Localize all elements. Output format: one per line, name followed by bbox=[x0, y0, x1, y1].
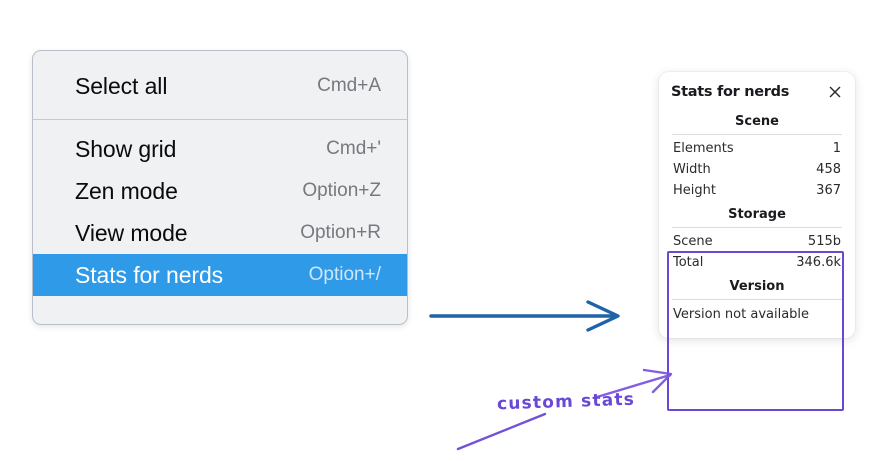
stats-section-storage: Storage Scene 515b Total 346.6k bbox=[671, 201, 843, 273]
menu-footer-spacer bbox=[33, 304, 407, 324]
stats-section-scene: Scene Elements 1 Width 458 Height 367 bbox=[671, 108, 843, 201]
stat-value: 346.6k bbox=[796, 255, 841, 270]
custom-stats-annotation-label: custom stats bbox=[496, 389, 636, 415]
stat-value: 1 bbox=[832, 141, 841, 156]
stat-value: 367 bbox=[816, 183, 841, 198]
stat-key: Scene bbox=[673, 234, 713, 249]
stat-row: Width 458 bbox=[671, 159, 843, 180]
menu-item-select-all[interactable]: Select all Cmd+A bbox=[33, 65, 407, 107]
section-rule bbox=[672, 227, 842, 228]
menu-item-shortcut: Option+R bbox=[300, 222, 381, 243]
close-icon[interactable] bbox=[827, 84, 843, 100]
menu-item-label: Select all bbox=[75, 72, 168, 99]
stat-key: Height bbox=[673, 183, 716, 198]
blue-arrow bbox=[429, 300, 620, 332]
menu-section-view: Show grid Cmd+' Zen mode Option+Z View m… bbox=[33, 120, 407, 304]
menu-item-shortcut: Option+/ bbox=[308, 264, 381, 285]
stat-value: 515b bbox=[807, 234, 841, 249]
menu-item-shortcut: Cmd+A bbox=[317, 75, 381, 96]
panel-title: Stats for nerds bbox=[671, 84, 790, 100]
section-heading: Version bbox=[729, 279, 785, 294]
section-heading: Scene bbox=[735, 114, 779, 129]
stats-section-version: Version Version not available bbox=[671, 273, 843, 324]
stat-key: Total bbox=[673, 255, 704, 270]
menu-item-label: View mode bbox=[75, 219, 188, 246]
menu-divider bbox=[33, 119, 407, 120]
version-value: Version not available bbox=[673, 307, 810, 322]
stat-row: Elements 1 bbox=[671, 138, 843, 159]
section-heading: Storage bbox=[728, 207, 786, 222]
menu-item-label: Show grid bbox=[75, 135, 177, 162]
stat-row: Height 367 bbox=[671, 180, 843, 201]
stat-value: 458 bbox=[816, 162, 841, 177]
menu-item-shortcut: Option+Z bbox=[302, 180, 381, 201]
menu-item-label: Zen mode bbox=[75, 177, 178, 204]
menu-item-label: Stats for nerds bbox=[75, 261, 224, 288]
purple-underline-stroke bbox=[456, 412, 547, 451]
menu-item-zen-mode[interactable]: Zen mode Option+Z bbox=[33, 170, 407, 212]
stat-row: Total 346.6k bbox=[671, 252, 843, 273]
stat-key: Elements bbox=[673, 141, 734, 156]
stat-row: Scene 515b bbox=[671, 231, 843, 252]
section-rule bbox=[672, 299, 842, 300]
menu-item-view-mode[interactable]: View mode Option+R bbox=[33, 212, 407, 254]
context-menu[interactable]: Select all Cmd+A Show grid Cmd+' Zen mod… bbox=[32, 50, 408, 325]
panel-header: Stats for nerds bbox=[671, 82, 843, 108]
menu-item-stats-for-nerds[interactable]: Stats for nerds Option+/ bbox=[33, 254, 407, 296]
section-rule bbox=[672, 134, 842, 135]
menu-item-shortcut: Cmd+' bbox=[326, 138, 381, 159]
menu-section-edit: Select all Cmd+A bbox=[33, 51, 407, 119]
menu-item-show-grid[interactable]: Show grid Cmd+' bbox=[33, 128, 407, 170]
stats-for-nerds-panel[interactable]: Stats for nerds Scene Elements 1 Width 4… bbox=[659, 72, 855, 338]
stat-key: Width bbox=[673, 162, 711, 177]
